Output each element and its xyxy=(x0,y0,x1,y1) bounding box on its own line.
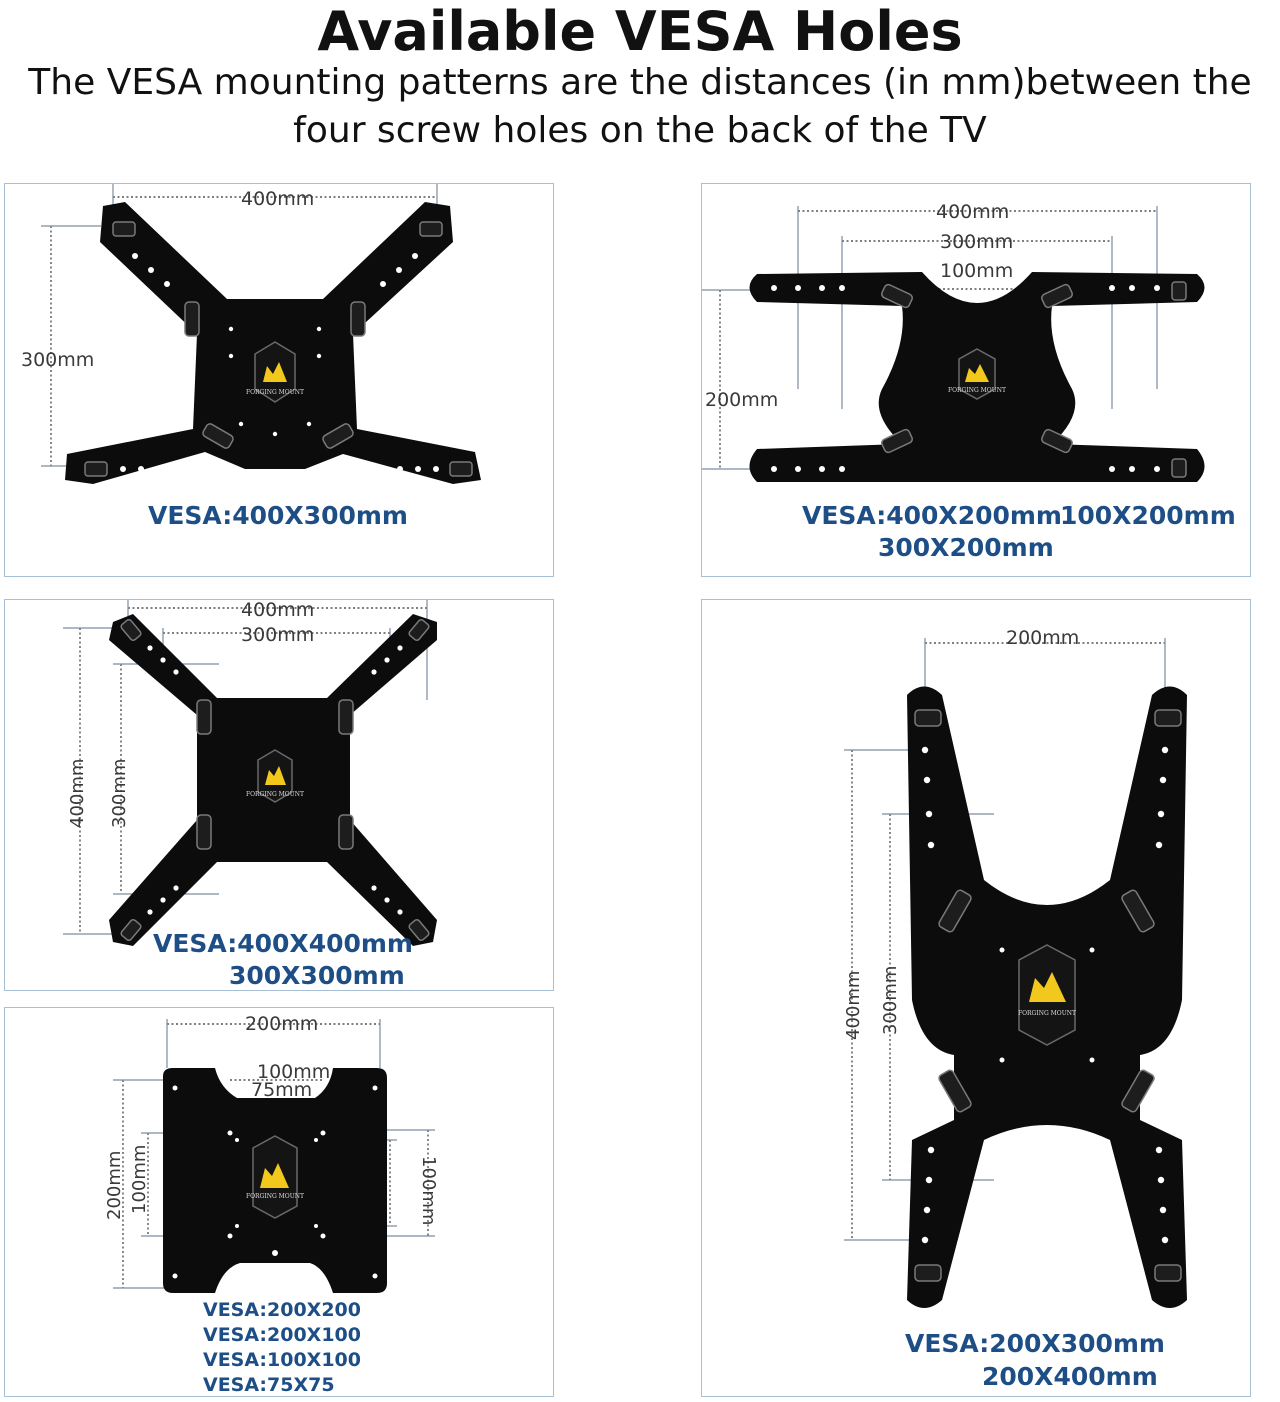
page-title: Available VESA Holes xyxy=(317,0,963,63)
dim-label-300: 300mm xyxy=(940,231,1013,253)
dim-label-100-vertical-right: 100mm xyxy=(418,1156,439,1225)
forging-mount-logo-icon: FORGING MOUNT xyxy=(948,348,1006,400)
caption-vesa-200x300: VESA:200X300mm xyxy=(905,1329,1165,1358)
forging-mount-logo-icon: FORGING MOUNT xyxy=(246,749,304,803)
svg-text:FORGING MOUNT: FORGING MOUNT xyxy=(246,1193,304,1200)
vesa-200x200-diagram: 200mm 100mm 75mm 200mm 100mm 75mm 100mm … xyxy=(104,1013,439,1396)
caption-vesa-400x300: VESA:400X300mm xyxy=(148,501,408,530)
dim-label-400-vertical: 400mm xyxy=(843,971,864,1040)
panel-vesa-400x200: 400mm 300mm 100mm 200mm FORGING MOUNT VE… xyxy=(701,183,1251,577)
vesa-400x200-diagram: 400mm 300mm 100mm 200mm FORGING MOUNT VE… xyxy=(702,201,1236,562)
svg-text:FORGING MOUNT: FORGING MOUNT xyxy=(246,389,304,396)
caption-vesa-400x200: VESA:400X200mm xyxy=(802,501,1062,530)
panel-vesa-400x400: 400mm 300mm 400mm 300mm FORGING MOUNT VE… xyxy=(4,599,554,991)
mount-plate-vertical: FORGING MOUNT xyxy=(907,686,1187,1308)
vesa-400x300-diagram: 400mm 300mm FORGING MOUNT VESA:400X300mm xyxy=(21,184,481,530)
dim-label-400-vertical: 400mm xyxy=(67,759,88,828)
svg-text:FORGING MOUNT: FORGING MOUNT xyxy=(948,387,1006,394)
mount-plate-horizontal: FORGING MOUNT xyxy=(749,272,1205,482)
caption-vesa-300x200: 300X200mm xyxy=(878,533,1054,562)
dim-label-400: 400mm xyxy=(241,188,314,210)
caption-vesa-100x100: VESA:100X100 xyxy=(203,1349,361,1371)
subtitle-line-2: four screw holes on the back of the TV xyxy=(293,110,987,151)
caption-vesa-200x200: VESA:200X200 xyxy=(203,1299,361,1321)
dim-label-200: 200mm xyxy=(705,389,778,411)
svg-text:FORGING MOUNT: FORGING MOUNT xyxy=(1018,1010,1076,1017)
panel-vesa-200x400: 200mm 400mm 300mm FORGING MOUNT VESA:200… xyxy=(701,599,1251,1397)
dim-label-300-vertical: 300mm xyxy=(880,966,901,1035)
caption-vesa-300x300: 300X300mm xyxy=(229,961,405,990)
vesa-200x400-diagram: 200mm 400mm 300mm FORGING MOUNT VESA:200… xyxy=(843,627,1187,1391)
vesa-400x400-diagram: 400mm 300mm 400mm 300mm FORGING MOUNT VE… xyxy=(63,599,437,990)
panel-vesa-400x300: 400mm 300mm FORGING MOUNT VESA:400X300mm xyxy=(4,183,554,577)
dim-label-75: 75mm xyxy=(251,1079,312,1101)
mount-plate-square: FORGING MOUNT xyxy=(163,1068,387,1293)
dim-label-200: 200mm xyxy=(245,1013,318,1035)
dim-label-100-vertical: 100mm xyxy=(129,1145,150,1214)
dim-label-400: 400mm xyxy=(936,201,1009,223)
dim-label-300: 300mm xyxy=(21,349,94,371)
dim-label-200: 200mm xyxy=(1006,627,1079,649)
caption-vesa-200x100: VESA:200X100 xyxy=(203,1324,361,1346)
dim-label-200-vertical: 200mm xyxy=(104,1151,125,1220)
svg-text:FORGING MOUNT: FORGING MOUNT xyxy=(246,791,304,798)
panel-vesa-200x200: 200mm 100mm 75mm 200mm 100mm 75mm 100mm … xyxy=(4,1007,554,1397)
caption-vesa-100x200: 100X200mm xyxy=(1060,501,1236,530)
dim-label-100: 100mm xyxy=(940,260,1013,282)
dim-label-300-vertical: 300mm xyxy=(109,759,130,828)
forging-mount-logo-icon: FORGING MOUNT xyxy=(1018,944,1076,1046)
caption-vesa-200x400: 200X400mm xyxy=(982,1362,1158,1391)
subtitle-line-1: The VESA mounting patterns are the dista… xyxy=(28,62,1252,103)
dim-label-100: 100mm xyxy=(257,1061,330,1083)
dim-label-300: 300mm xyxy=(241,624,314,646)
mount-plate-x-wide: FORGING MOUNT xyxy=(65,202,481,484)
forging-mount-logo-icon: FORGING MOUNT xyxy=(246,341,304,403)
mount-plate-x: FORGING MOUNT xyxy=(109,614,437,946)
dim-label-400: 400mm xyxy=(241,600,314,621)
caption-vesa-75x75: VESA:75X75 xyxy=(203,1374,335,1396)
caption-vesa-400x400: VESA:400X400mm xyxy=(153,929,413,958)
